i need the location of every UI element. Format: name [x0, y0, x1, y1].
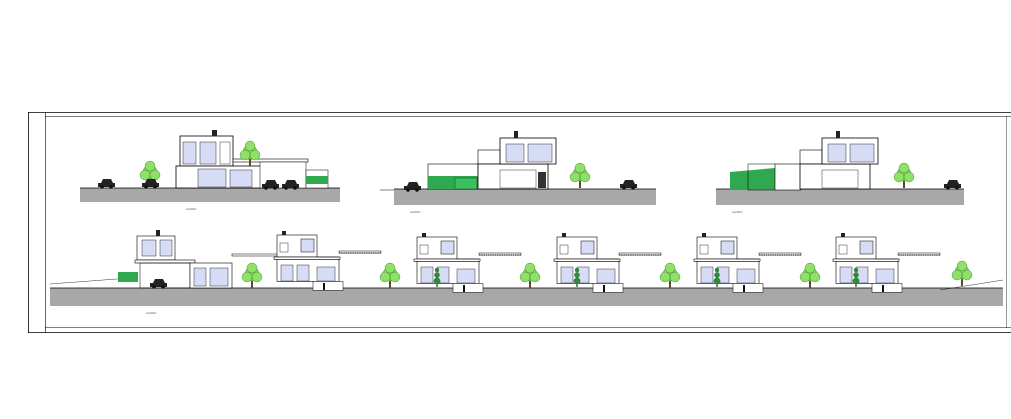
house-unit: [693, 232, 802, 293]
tree-icon: [659, 262, 681, 289]
house-unit: [118, 230, 281, 289]
car-icon: [620, 180, 637, 190]
elevation-3: ALZADO: [716, 131, 964, 214]
house-unit: [832, 232, 941, 293]
elevation-4: ALZADO: [49, 230, 1004, 315]
elevation-label: ALZADO: [186, 207, 196, 211]
house-unit: [553, 232, 662, 293]
car-icon: [142, 179, 159, 189]
tree-icon: [951, 260, 973, 287]
tree-icon: [519, 262, 541, 289]
tree-icon: [241, 262, 263, 289]
car-icon: [98, 179, 115, 189]
tree-icon: [893, 162, 915, 189]
elevation-label: ALZADO: [410, 210, 420, 214]
car-icon: [944, 180, 961, 190]
tree-icon: [799, 262, 821, 289]
tree-icon: [569, 162, 591, 189]
car-icon: [150, 279, 167, 289]
elevation-2: ALZADO: [380, 131, 656, 214]
elevation-label: ALZADO: [146, 311, 156, 315]
house-unit: [413, 232, 522, 293]
sheet-frame: [28, 112, 1011, 333]
house-unit: [273, 230, 382, 291]
elevation-label: ALZADO: [732, 210, 742, 214]
elevation-1: ALZADO: [80, 130, 340, 211]
tree-icon: [379, 262, 401, 289]
